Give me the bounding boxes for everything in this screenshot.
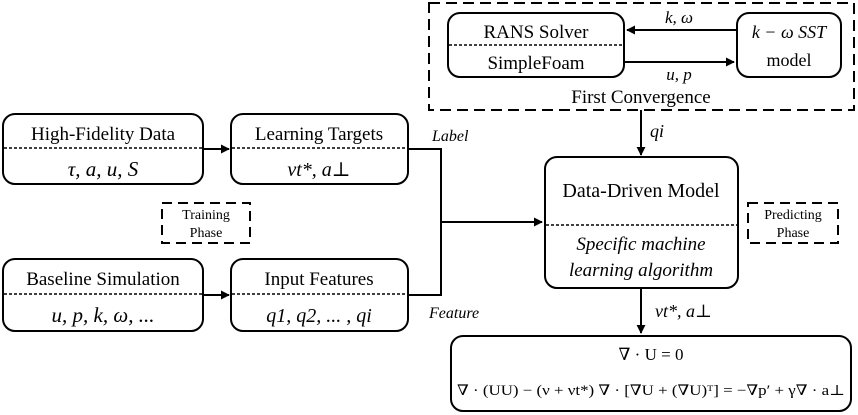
model-title: Data-Driven Model xyxy=(562,180,720,202)
continuity-equation: ∇ · U = 0 xyxy=(619,345,684,364)
predicting-phase-line1: Predicting xyxy=(764,208,822,223)
baseline-vars: u, p, k, ω, ... xyxy=(52,303,155,327)
turbulence-model-label: model xyxy=(767,50,812,70)
model-desc-line1: Specific machine xyxy=(576,234,705,255)
learning-targets-title: Learning Targets xyxy=(255,124,383,145)
equations-box: ∇ · U = 0 ∇ · (UU) − (ν + νt*) ∇ · [∇U +… xyxy=(450,335,852,412)
high-fidelity-vars: τ, a, u, S xyxy=(68,157,139,181)
input-features-title: Input Features xyxy=(264,269,373,290)
learning-targets-vars: νt*, a⊥ xyxy=(287,159,350,181)
input-features-vars: q1, q2, ... , qi xyxy=(266,305,372,327)
training-phase-box: Training Phase xyxy=(161,202,251,244)
label-annotation: Label xyxy=(431,128,469,145)
first-convergence-label: First Convergence xyxy=(571,87,711,108)
arrow-top-label: k, ω xyxy=(665,8,693,27)
feature-annotation: Feature xyxy=(428,305,479,322)
arrow-bottom-label: u, p xyxy=(666,65,692,84)
high-fidelity-data-box: High-Fidelity Data τ, a, u, S xyxy=(2,113,204,185)
rans-solver-subtitle: SimpleFoam xyxy=(487,53,584,74)
predicting-phase-box: Predicting Phase xyxy=(747,202,839,244)
momentum-equation: ∇ · (UU) − (ν + νt*) ∇ · [∇U + (∇U)ᵀ] = … xyxy=(457,383,845,399)
turbulence-model-box: k − ω SST model xyxy=(736,12,842,78)
baseline-simulation-box: Baseline Simulation u, p, k, ω, ... xyxy=(2,258,204,332)
data-driven-model-box: Data-Driven Model Specific machine learn… xyxy=(544,156,739,289)
model-desc-line2: learning algorithm xyxy=(569,260,713,281)
merge-connector xyxy=(408,148,442,296)
qi-label: qi xyxy=(650,121,664,141)
learning-targets-box: Learning Targets νt*, a⊥ xyxy=(230,113,409,185)
baseline-title: Baseline Simulation xyxy=(26,269,180,290)
output-label: νt*, a⊥ xyxy=(655,301,712,321)
input-features-box: Input Features q1, q2, ... , qi xyxy=(230,258,409,332)
rans-solver-box: RANS Solver SimpleFoam xyxy=(447,12,625,78)
high-fidelity-title: High-Fidelity Data xyxy=(31,124,176,145)
training-phase-line1: Training xyxy=(182,208,230,223)
first-convergence-group: RANS Solver SimpleFoam k − ω SST model k… xyxy=(428,2,855,111)
training-phase-line2: Phase xyxy=(190,226,223,241)
turbulence-model-name: k − ω SST xyxy=(752,22,828,42)
rans-solver-title: RANS Solver xyxy=(483,22,589,43)
predicting-phase-line2: Phase xyxy=(777,226,810,241)
first-convergence-frame xyxy=(428,2,855,111)
